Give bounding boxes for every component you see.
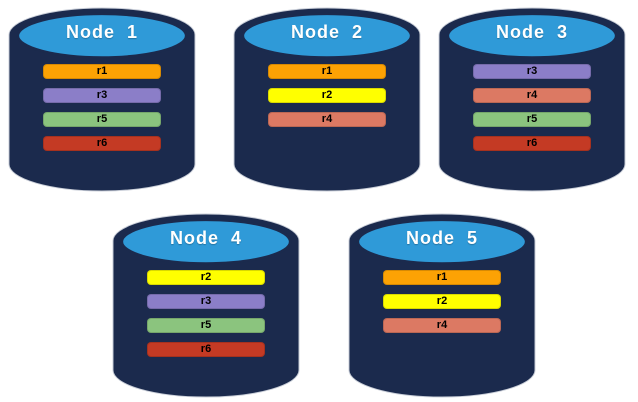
db-node-4: Node 4 r2 r3 r5 r6 bbox=[112, 213, 300, 399]
replica-bar-r6: r6 bbox=[43, 136, 161, 151]
replica-bar-r5: r5 bbox=[147, 318, 265, 333]
db-node-5: Node 5 r1 r2 r4 bbox=[348, 213, 536, 399]
replica-bar-r3: r3 bbox=[147, 294, 265, 309]
replica-list: r1 r3 r5 r6 bbox=[8, 64, 196, 160]
replica-bar-r1: r1 bbox=[383, 270, 501, 285]
node-title: Node 5 bbox=[405, 228, 478, 248]
replica-bar-r4: r4 bbox=[268, 112, 386, 127]
replica-bar-r3: r3 bbox=[473, 64, 591, 79]
replica-bar-r3: r3 bbox=[43, 88, 161, 103]
replica-list: r1 r2 r4 bbox=[233, 64, 421, 136]
replica-bar-r2: r2 bbox=[268, 88, 386, 103]
replica-bar-r6: r6 bbox=[147, 342, 265, 357]
replica-bar-r5: r5 bbox=[473, 112, 591, 127]
db-node-1: Node 1 r1 r3 r5 r6 bbox=[8, 7, 196, 193]
cylinder-top-ellipse bbox=[241, 12, 413, 59]
replica-bar-r6: r6 bbox=[473, 136, 591, 151]
db-node-3: Node 3 r3 r4 r5 r6 bbox=[438, 7, 626, 193]
cylinder-top-ellipse bbox=[356, 218, 528, 265]
replica-bar-r4: r4 bbox=[383, 318, 501, 333]
replica-list: r3 r4 r5 r6 bbox=[438, 64, 626, 160]
replica-bar-r5: r5 bbox=[43, 112, 161, 127]
replica-bar-r2: r2 bbox=[383, 294, 501, 309]
replica-bar-r1: r1 bbox=[268, 64, 386, 79]
node-title: Node 4 bbox=[169, 228, 242, 248]
node-title: Node 3 bbox=[495, 22, 568, 42]
node-title: Node 2 bbox=[290, 22, 363, 42]
cylinder-top-ellipse bbox=[16, 12, 188, 59]
node-title: Node 1 bbox=[65, 22, 138, 42]
db-node-2: Node 2 r1 r2 r4 bbox=[233, 7, 421, 193]
replica-list: r2 r3 r5 r6 bbox=[112, 270, 300, 366]
replica-bar-r2: r2 bbox=[147, 270, 265, 285]
replica-bar-r4: r4 bbox=[473, 88, 591, 103]
replica-list: r1 r2 r4 bbox=[348, 270, 536, 342]
replica-bar-r1: r1 bbox=[43, 64, 161, 79]
cylinder-top-ellipse bbox=[446, 12, 618, 59]
cylinder-top-ellipse bbox=[120, 218, 292, 265]
